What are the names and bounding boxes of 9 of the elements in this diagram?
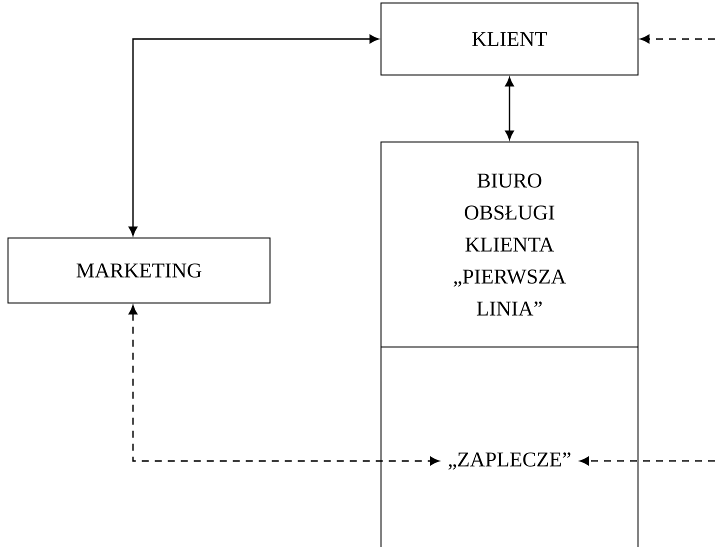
- process-box: KLIENT: [380, 2, 638, 76]
- arrow: [580, 456, 715, 466]
- process-box: BIURO OBSŁUGI KLIENTA „PIERWSZA LINIA”: [380, 142, 638, 348]
- arrow: [640, 34, 715, 44]
- arrow: [128, 305, 440, 466]
- section-label: „ZAPLECZE”: [448, 452, 570, 470]
- arrow: [505, 77, 514, 140]
- process-box: MARKETING: [8, 238, 270, 304]
- arrow: [128, 34, 379, 236]
